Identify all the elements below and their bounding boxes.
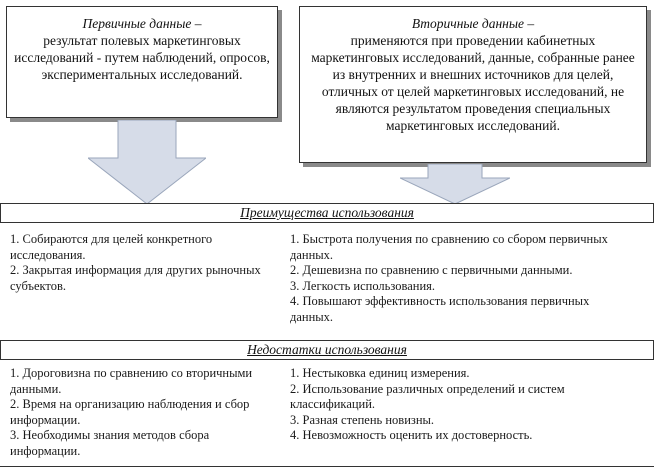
- list-item: 2. Время на организацию наблюдения и сбо…: [10, 397, 250, 427]
- advantages-header-label: Преимущества использования: [240, 205, 414, 220]
- list-item: 3. Необходимы знания методов сбора инфор…: [10, 428, 210, 458]
- list-item: 3. Легкость использования.: [290, 278, 436, 293]
- primary-data-text: результат полевых маркетинговых исследов…: [14, 33, 270, 82]
- down-arrow-icon: [400, 164, 510, 204]
- primary-data-box: Первичные данные – результат полевых мар…: [6, 6, 278, 118]
- list-item: 2. Закрытая информация для других рыночн…: [10, 263, 261, 293]
- disadvantages-header: Недостатки использования: [0, 340, 654, 360]
- list-item: 4. Невозможность оценить их достоверност…: [290, 428, 533, 442]
- secondary-data-box: Вторичные данные – применяются при прове…: [299, 6, 647, 163]
- list-item: 1. Собираются для целей конкретного иссл…: [10, 232, 213, 262]
- list-item: 2. Дешевизна по сравнению с первичными д…: [290, 263, 573, 277]
- primary-disadvantages-list: 1. Дороговизна по сравнению со вторичным…: [10, 366, 270, 459]
- secondary-data-title: Вторичные данные –: [411, 16, 535, 31]
- list-item: 2. Использование различных определений и…: [290, 381, 565, 412]
- bottom-divider: [0, 466, 654, 467]
- secondary-advantages-list: 1. Быстрота получения по сравнению со сб…: [290, 232, 635, 325]
- primary-data-title: Первичные данные –: [82, 16, 202, 31]
- secondary-data-text: применяются при проведении кабинетных ма…: [311, 33, 635, 133]
- list-item: 1. Быстрота получения по сравнению со сб…: [290, 232, 608, 262]
- list-item: 4. Повышают эффективность использования …: [290, 294, 590, 324]
- secondary-disadvantages-list: 1. Нестыковка единиц измерения. 2. Испол…: [290, 366, 635, 444]
- list-item: 3. Разная степень новизны.: [290, 412, 435, 427]
- list-item: 1. Дороговизна по сравнению со вторичным…: [10, 366, 253, 396]
- primary-advantages-list: 1. Собираются для целей конкретного иссл…: [10, 232, 270, 294]
- advantages-header: Преимущества использования: [0, 203, 654, 223]
- down-arrow-icon: [88, 120, 206, 204]
- list-item: 1. Нестыковка единиц измерения.: [290, 366, 470, 380]
- disadvantages-header-label: Недостатки использования: [247, 342, 407, 357]
